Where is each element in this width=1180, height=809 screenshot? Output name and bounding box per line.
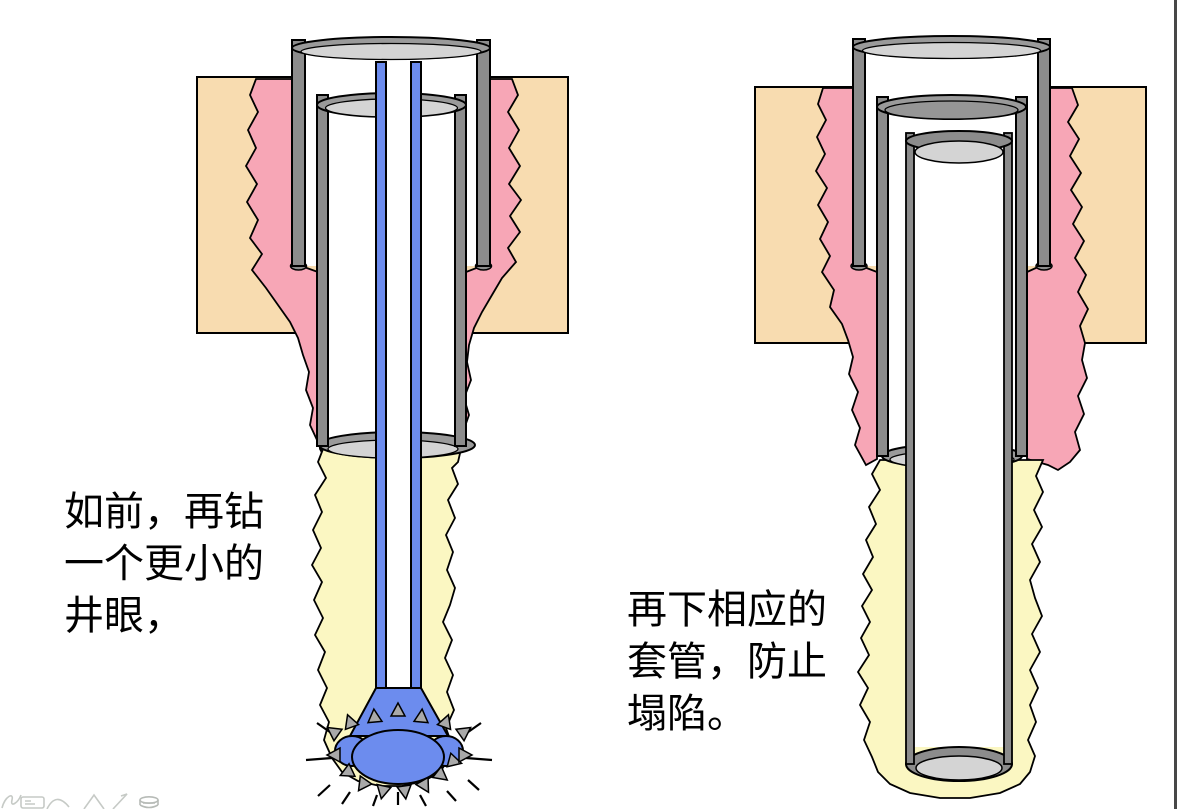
caption-right-line-1: 再下相应的 bbox=[627, 587, 827, 632]
bit-spikes bbox=[305, 722, 493, 807]
caption-right-line-3: 塌陷。 bbox=[627, 691, 747, 736]
caption-right: 再下相应的 套管，防止 塌陷。 bbox=[627, 584, 827, 740]
left-diagram bbox=[196, 36, 569, 807]
drill-pipe-left-wall bbox=[375, 61, 387, 690]
triangle-icon[interactable] bbox=[83, 793, 105, 809]
slide-right-border bbox=[1174, 0, 1177, 809]
caption-left-line-3: 井眼， bbox=[64, 593, 184, 638]
drill-string bbox=[305, 61, 493, 807]
right-cement-right-lobe bbox=[1026, 87, 1090, 472]
drill-bit bbox=[305, 687, 493, 807]
caption-left-line-2: 一个更小的 bbox=[64, 541, 264, 586]
drawing-toolbar bbox=[1, 793, 159, 809]
right-diagram bbox=[754, 35, 1147, 799]
caption-left-line-1: 如前，再钻 bbox=[64, 489, 264, 534]
line-icon[interactable] bbox=[112, 793, 128, 809]
freeform-icon[interactable] bbox=[1, 794, 22, 809]
bit-cone bbox=[351, 729, 445, 785]
layers-icon[interactable] bbox=[139, 795, 159, 809]
arc-icon[interactable] bbox=[46, 798, 70, 809]
caption-left: 如前，再钻 一个更小的 井眼， bbox=[64, 486, 264, 642]
textbox-icon[interactable] bbox=[20, 796, 45, 809]
drill-pipe-right-wall bbox=[410, 61, 422, 690]
caption-right-line-2: 套管，防止 bbox=[627, 639, 827, 684]
right-intermediate-casing bbox=[905, 130, 1013, 782]
right-cement-left-lobe bbox=[814, 87, 878, 467]
